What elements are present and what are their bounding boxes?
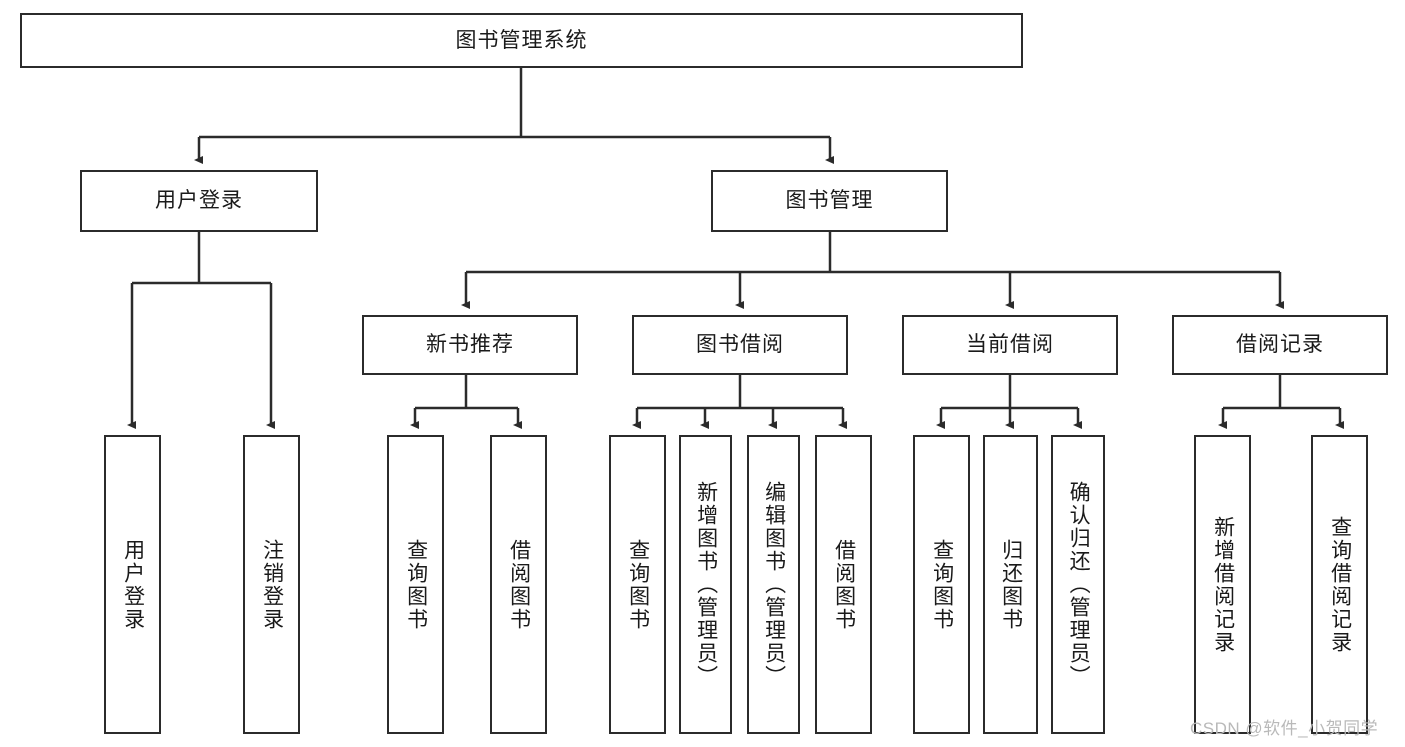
leaf-borrow-query-book[interactable]: 查询图书 (609, 435, 666, 734)
node-label: 借阅图书 (832, 538, 856, 631)
node-user-login[interactable]: 用户登录 (80, 170, 318, 232)
node-label: 编辑图书（管理员） (762, 481, 786, 688)
leaf-borrow-borrow-book[interactable]: 借阅图书 (815, 435, 872, 734)
node-label: 新增图书（管理员） (694, 481, 718, 688)
node-label: 新书推荐 (426, 333, 514, 357)
node-label: 图书管理 (785, 189, 874, 213)
node-borrow-record[interactable]: 借阅记录 (1172, 315, 1388, 375)
leaf-borrow-edit-book-admin[interactable]: 编辑图书（管理员） (747, 435, 800, 734)
csdn-watermark: CSDN @软件_小贺同学 (1190, 719, 1379, 738)
leaf-current-query-book[interactable]: 查询图书 (913, 435, 970, 734)
node-label: 归还图书 (999, 538, 1023, 631)
node-label: 查询图书 (930, 538, 954, 631)
leaf-borrow-add-book-admin[interactable]: 新增图书（管理员） (679, 435, 732, 734)
leaf-current-return-book[interactable]: 归还图书 (983, 435, 1038, 734)
node-current-borrow[interactable]: 当前借阅 (902, 315, 1118, 375)
node-root-library-system[interactable]: 图书管理系统 (20, 13, 1023, 68)
node-label: 确认归还（管理员） (1067, 481, 1091, 688)
leaf-recommend-query-book[interactable]: 查询图书 (387, 435, 444, 734)
node-label: 新增借阅记录 (1211, 515, 1235, 654)
leaf-record-query-record[interactable]: 查询借阅记录 (1311, 435, 1368, 734)
node-label: 用户登录 (155, 189, 243, 213)
leaf-user-login-signin[interactable]: 用户登录 (104, 435, 161, 734)
leaf-record-add-record[interactable]: 新增借阅记录 (1194, 435, 1251, 734)
node-new-book-recommend[interactable]: 新书推荐 (362, 315, 578, 375)
node-label: 注销登录 (260, 538, 284, 631)
node-label: 图书借阅 (696, 333, 784, 357)
leaf-user-login-signout[interactable]: 注销登录 (243, 435, 300, 734)
node-label: 查询借阅记录 (1328, 515, 1352, 654)
leaf-recommend-borrow-book[interactable]: 借阅图书 (490, 435, 547, 734)
node-label: 用户登录 (121, 538, 145, 631)
node-label: 查询图书 (626, 538, 650, 631)
node-book-borrow[interactable]: 图书借阅 (632, 315, 848, 375)
node-label: 借阅记录 (1236, 333, 1324, 357)
node-label: 当前借阅 (966, 333, 1054, 357)
node-book-management[interactable]: 图书管理 (711, 170, 948, 232)
leaf-current-confirm-return-admin[interactable]: 确认归还（管理员） (1051, 435, 1105, 734)
node-label: 图书管理系统 (455, 28, 588, 52)
node-label: 借阅图书 (507, 538, 531, 631)
node-label: 查询图书 (404, 538, 428, 631)
